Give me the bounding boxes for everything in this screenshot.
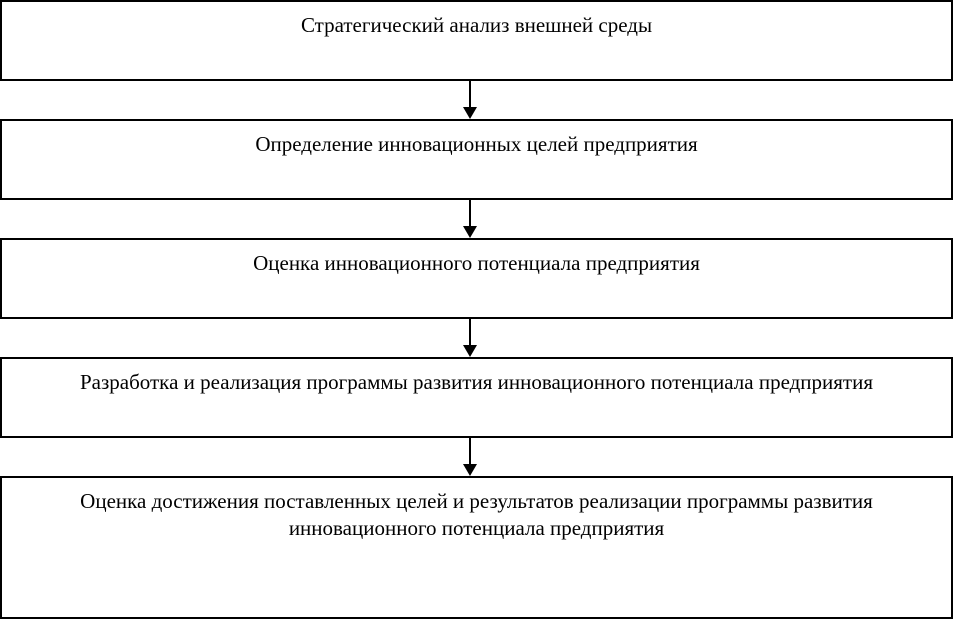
flow-step-2-text: Определение инновационных целей предприя… <box>255 132 698 156</box>
arrow-shaft <box>469 438 471 465</box>
flow-step-5-text: Оценка достижения поставленных целей и р… <box>80 489 873 540</box>
down-arrow-icon <box>463 438 477 476</box>
flow-step-1: Стратегический анализ внешней среды <box>0 0 953 81</box>
flow-step-5: Оценка достижения поставленных целей и р… <box>0 476 953 619</box>
arrow-shaft <box>469 319 471 346</box>
down-arrow-icon <box>463 200 477 238</box>
down-arrow-icon <box>463 319 477 357</box>
flow-step-3-text: Оценка инновационного потенциала предпри… <box>253 251 700 275</box>
arrow-head <box>463 226 477 238</box>
arrow-head <box>463 464 477 476</box>
flow-step-2: Определение инновационных целей предприя… <box>0 119 953 200</box>
flow-step-4-text: Разработка и реализация программы развит… <box>79 370 874 394</box>
arrow-head <box>463 345 477 357</box>
down-arrow-icon <box>463 81 477 119</box>
arrow-head <box>463 107 477 119</box>
arrow-shaft <box>469 200 471 227</box>
flow-step-3: Оценка инновационного потенциала предпри… <box>0 238 953 319</box>
arrow-shaft <box>469 81 471 108</box>
flow-step-4: Разработка и реализация программы развит… <box>0 357 953 438</box>
flow-step-1-text: Стратегический анализ внешней среды <box>300 13 653 37</box>
